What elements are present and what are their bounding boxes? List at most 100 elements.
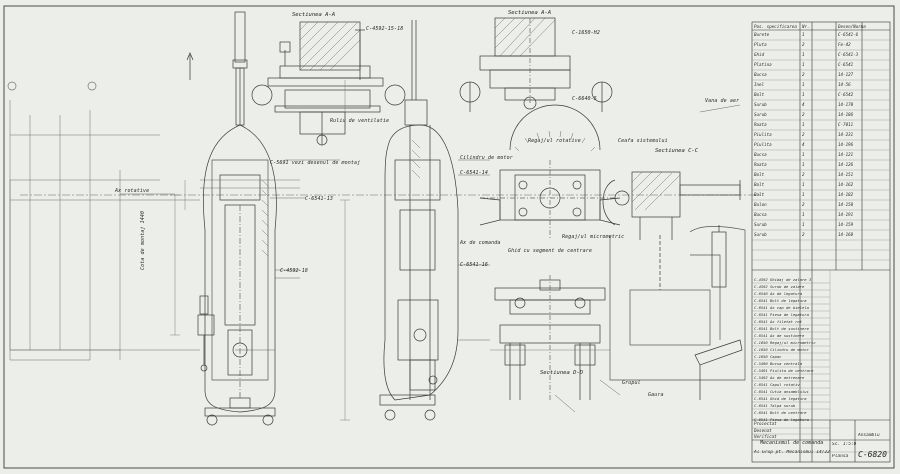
part-qty: 4 <box>802 102 805 107</box>
sheet-label: Plansa <box>832 454 849 459</box>
part-name: Burete <box>754 32 770 37</box>
part-drawing: C-6541-3 <box>838 52 859 57</box>
part-drawing: C-6542 <box>838 92 854 97</box>
part-qty: 2 <box>802 232 805 237</box>
assembly-item: C-6541 Ax de sustinere <box>754 333 805 338</box>
leader-lines <box>120 104 741 413</box>
part-drawing: C-6541 <box>838 62 854 67</box>
part-name: Inel <box>754 82 765 87</box>
callout: Grupul <box>622 380 641 386</box>
assembly-item: C-6541 Ax filetat rot <box>754 319 803 324</box>
callout: Gaura <box>648 392 664 398</box>
part-drawing: Fe-42 <box>838 42 851 47</box>
assembly-item: C-1850 Capac <box>754 354 782 359</box>
part-drawing: 14-56 <box>838 82 851 87</box>
callout: C-6640-5 <box>572 96 597 102</box>
assembly-item: C-5492 Ax de antrenare <box>754 375 805 380</box>
part-name: Bolt <box>754 172 765 177</box>
part-drawing: 14-160 <box>838 232 854 237</box>
section-cc <box>602 171 746 400</box>
assembly-item: C-6541 Piesa de legatura <box>754 417 809 422</box>
callout: Ax de comanda <box>460 240 501 246</box>
part-qty: 2 <box>802 132 805 137</box>
part-qty: 2 <box>802 202 805 207</box>
part-name: Bucsa <box>754 152 767 157</box>
section-title-dd: Sectiunea D-D <box>540 370 584 376</box>
part-name: Pluta <box>754 42 767 47</box>
part-drawing: C-7011 <box>838 122 854 127</box>
assembly-item: C-6541 Capul rotativ <box>754 382 800 387</box>
part-qty: 1 <box>802 62 805 67</box>
assembly-item: C-6541 Cutia ansamblului <box>754 389 809 394</box>
part-drawing: 14-127 <box>838 72 854 77</box>
drawing-title: Mecanismul de comanda <box>760 440 824 446</box>
callout: C-5691 vezi desenul de montaj <box>270 160 361 166</box>
callout: Ghid cu segment de centrare <box>508 248 592 254</box>
signature-drawn: Desenat <box>754 428 772 433</box>
assembly-item: C-6541 Piesa de legatura <box>754 312 809 317</box>
part-name: Bolt <box>754 92 765 97</box>
part-name: Roata <box>754 122 767 127</box>
part-name: Ghid <box>754 52 765 57</box>
left-grid <box>9 100 200 361</box>
callout: C-4592-18 <box>280 268 308 274</box>
mounting-dimension-label: Cota de montaj 1440 <box>140 210 146 270</box>
signature-designed: Proiectat <box>754 421 777 426</box>
parts-list-header: Pos. specificarea <box>754 24 797 29</box>
part-name: Surub <box>754 102 767 107</box>
part-qty: 2 <box>802 42 805 47</box>
assembly-item: C-1650 Cilindru de motor <box>754 347 809 352</box>
doc-type: Ansamblu <box>858 433 880 438</box>
assembly-item: C-5491 Piulita de centrare <box>754 368 814 373</box>
assembly-item: C-6541 Bolt de centrare <box>754 410 807 415</box>
part-qty: 2 <box>802 72 805 77</box>
callout: C-1650-H2 <box>572 30 600 36</box>
part-drawing: 14-162 <box>838 182 854 187</box>
part-drawing: C-6541-6 <box>838 32 859 37</box>
part-qty: 1 <box>802 32 805 37</box>
grid-bubble-b <box>87 81 97 91</box>
part-qty: 1 <box>802 92 805 97</box>
part-name: Bulon <box>754 202 767 207</box>
assembly-item: C-6541 Ax cap de bielela <box>754 305 809 310</box>
part-drawing: 14-121 <box>838 152 854 157</box>
title-block <box>751 21 891 463</box>
part-drawing: 14-196 <box>838 142 854 147</box>
callout: Regaj/ul rotative <box>528 138 581 144</box>
part-drawing: 14-159 <box>838 222 854 227</box>
part-name: Bolt <box>754 192 765 197</box>
parts-list-header-qty: Nr. <box>802 24 810 29</box>
drawing-subtitle: Al Grup pt. Mecanismul 14/22 <box>754 450 830 455</box>
callout: C-6541-14 <box>460 170 488 176</box>
section-title-aa-right: Sectiunea A-A <box>508 10 552 16</box>
part-drawing: 14-151 <box>838 172 854 177</box>
part-qty: 1 <box>802 52 805 57</box>
sheet-border <box>3 5 895 469</box>
section-aa-left <box>251 21 406 146</box>
part-name: Platina <box>754 62 772 67</box>
assembly-item: C-4592 Ghidaj de zalare 3 <box>754 277 812 282</box>
assembly-item: C-6541 Talpa surub <box>754 403 796 408</box>
part-qty: 1 <box>802 162 805 167</box>
assembly-item: C-6541 Bolt de sustinere <box>754 326 809 331</box>
part-name: Surub <box>754 232 767 237</box>
callout: Ax rotative <box>115 188 150 194</box>
assembly-item: C-4592 Surub de zalare <box>754 284 805 289</box>
part-qty: 1 <box>802 182 805 187</box>
side-elevation-middle <box>340 20 459 421</box>
callout: Cilindru de motor <box>460 155 513 161</box>
drawing-number: C-6820 <box>858 450 887 459</box>
part-name: Piulita <box>754 132 772 137</box>
part-name: Surub <box>754 112 767 117</box>
callout: Ruliu de ventilatie <box>330 118 390 124</box>
part-qty: 1 <box>802 82 805 87</box>
section-title-aa-left: Sectiunea A-A <box>292 12 336 18</box>
part-name: Bucsa <box>754 212 767 217</box>
part-name: Bolt <box>754 182 765 187</box>
grid-bubble-a <box>7 81 17 91</box>
part-qty: 1 <box>802 212 805 217</box>
part-qty: 1 <box>802 122 805 127</box>
assembly-item: C-6541 Bolt de legatura <box>754 298 807 303</box>
